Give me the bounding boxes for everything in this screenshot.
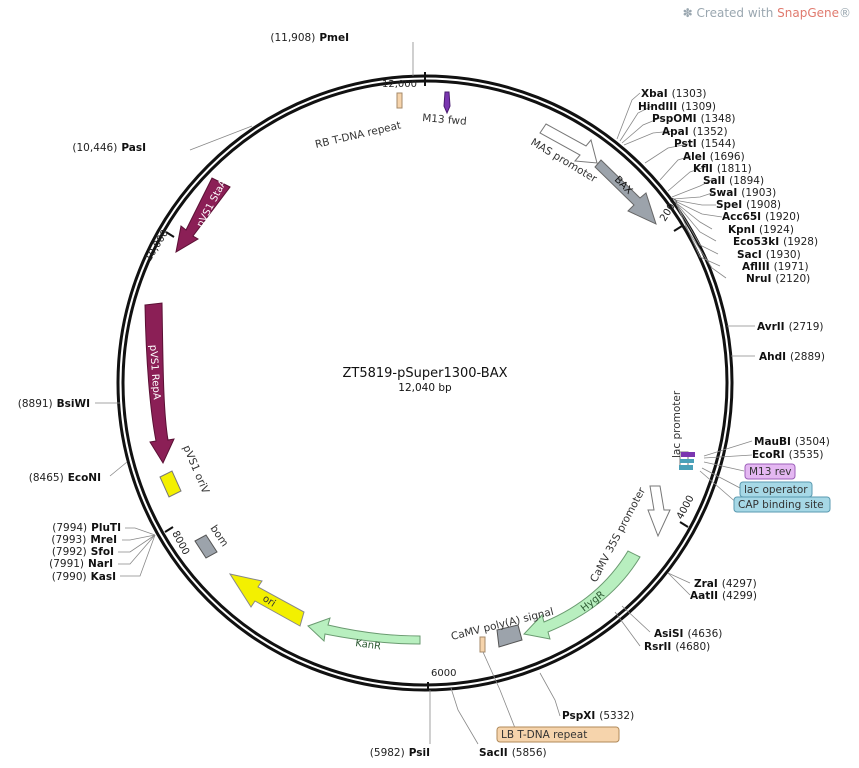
site-ahdi[interactable]: AhdI(2889) <box>759 351 825 363</box>
site-sali[interactable]: SalI(1894) <box>703 175 764 187</box>
site-mrei[interactable]: (7993)MreI <box>51 534 117 546</box>
feature-m13-fwd[interactable]: M13 fwd <box>422 91 467 128</box>
site-pluti[interactable]: (7994)PluTI <box>52 522 121 534</box>
site-maubi[interactable]: MauBI(3504) <box>754 436 830 448</box>
tick-10000: 10,000 <box>143 228 175 264</box>
svg-text:M13 rev: M13 rev <box>749 466 792 478</box>
svg-text:CAP binding site: CAP binding site <box>738 499 824 511</box>
site-acc65i[interactable]: Acc65I(1920) <box>722 211 800 223</box>
site-pmei[interactable]: (11,908)PmeI <box>270 32 349 44</box>
site-pasi[interactable]: (10,446)PasI <box>72 142 146 154</box>
lac-region-cluster <box>679 452 695 470</box>
site-alei[interactable]: AleI(1696) <box>683 151 745 163</box>
site-pspomi[interactable]: PspOMI(1348) <box>652 113 735 125</box>
registered-icon: ® <box>839 6 851 20</box>
site-ecori[interactable]: EcoRI(3535) <box>752 449 824 461</box>
svg-text:RB T-DNA repeat: RB T-DNA repeat <box>314 119 402 150</box>
feature-hygr[interactable]: HygR <box>523 550 641 640</box>
feature-mas-promoter[interactable]: MAS promoter <box>528 123 599 186</box>
feature-lb-tdna-mark[interactable] <box>479 636 486 653</box>
site-xbai[interactable]: XbaI(1303) <box>641 88 707 100</box>
label-cap-binding-site[interactable]: CAP binding site <box>733 496 831 513</box>
label-lb-tdna-repeat[interactable]: LB T-DNA repeat <box>482 651 620 743</box>
svg-text:LB T-DNA repeat: LB T-DNA repeat <box>501 729 587 741</box>
feature-kanr[interactable]: KanR <box>307 617 421 653</box>
svg-text:M13 fwd: M13 fwd <box>422 112 467 128</box>
plasmid-name: ZT5819-pSuper1300-BAX <box>343 366 508 381</box>
site-afliii[interactable]: AflIII(1971) <box>742 261 809 273</box>
site-psti[interactable]: PstI(1544) <box>674 138 736 150</box>
site-rsrii[interactable]: RsrII(4680) <box>644 641 710 653</box>
site-aatii[interactable]: AatII(4299) <box>690 590 757 602</box>
site-econi[interactable]: (8465)EcoNI <box>29 472 101 484</box>
site-pspxi[interactable]: PspXI(5332) <box>562 710 634 722</box>
svg-text:12,000: 12,000 <box>382 79 417 90</box>
site-sfoi[interactable]: (7992)SfoI <box>52 546 114 558</box>
svg-text:lac operator: lac operator <box>744 484 808 496</box>
watermark-brand: SnapGene <box>777 6 839 20</box>
site-labels: (11,908)PmeI (10,446)PasI (8891)BsiWI (8… <box>18 32 830 759</box>
svg-text:pVS1 oriV: pVS1 oriV <box>180 443 211 496</box>
plasmid-length: 12,040 bp <box>398 382 452 394</box>
site-asisi[interactable]: AsiSI(4636) <box>654 628 722 640</box>
svg-text:KanR: KanR <box>355 638 382 652</box>
site-hindiii[interactable]: HindIII(1309) <box>638 101 716 113</box>
snapgene-watermark: ✽ Created with SnapGene® <box>683 6 851 20</box>
site-eco53ki[interactable]: Eco53kI(1928) <box>733 236 818 248</box>
lac-operator-mark <box>680 459 694 463</box>
site-nrui[interactable]: NruI(2120) <box>746 273 810 285</box>
label-lac-operator[interactable]: lac operator <box>739 481 813 498</box>
site-swai[interactable]: SwaI(1903) <box>709 187 776 199</box>
tick-12000: 12,000 <box>382 79 417 90</box>
svg-text:4000: 4000 <box>675 494 697 522</box>
cap-binding-mark <box>679 465 693 470</box>
feature-ori[interactable]: ori <box>228 573 305 627</box>
watermark-prefix: Created with <box>696 6 778 20</box>
site-apai[interactable]: ApaI(1352) <box>662 126 728 138</box>
feature-pvs1-staa[interactable]: pVS1 StaA <box>175 177 231 253</box>
site-spei[interactable]: SpeI(1908) <box>716 199 781 211</box>
site-kfli[interactable]: KflI(1811) <box>693 163 752 175</box>
svg-text:lac promoter: lac promoter <box>671 390 683 458</box>
site-psii[interactable]: (5982)PsiI <box>370 747 430 759</box>
tick-6000: 6000 <box>427 668 456 690</box>
site-leaders <box>95 42 755 745</box>
site-sacii[interactable]: SacII(5856) <box>479 747 547 759</box>
svg-text:8000: 8000 <box>169 529 191 557</box>
feature-pvs1-repa[interactable]: pVS1 RepA <box>144 302 175 465</box>
tick-2000: 2000 <box>658 196 683 232</box>
site-avrii[interactable]: AvrII(2719) <box>757 321 824 333</box>
site-nari[interactable]: (7991)NarI <box>49 558 113 570</box>
svg-text:pVS1 RepA: pVS1 RepA <box>147 344 162 400</box>
m13-rev-mark <box>681 452 695 457</box>
snapgene-logo-icon: ✽ <box>682 6 693 20</box>
site-zrai[interactable]: ZraI(4297) <box>694 578 757 590</box>
site-kasi[interactable]: (7990)KasI <box>52 571 116 583</box>
site-saci[interactable]: SacI(1930) <box>737 249 801 261</box>
svg-text:6000: 6000 <box>431 668 456 679</box>
feature-bom[interactable]: bom <box>194 523 231 559</box>
feature-rb-tdna[interactable]: RB T-DNA repeat <box>314 92 403 151</box>
site-kpni[interactable]: KpnI(1924) <box>728 224 794 236</box>
label-m13-rev[interactable]: M13 rev <box>744 463 796 480</box>
site-bsiwi[interactable]: (8891)BsiWI <box>18 398 90 410</box>
